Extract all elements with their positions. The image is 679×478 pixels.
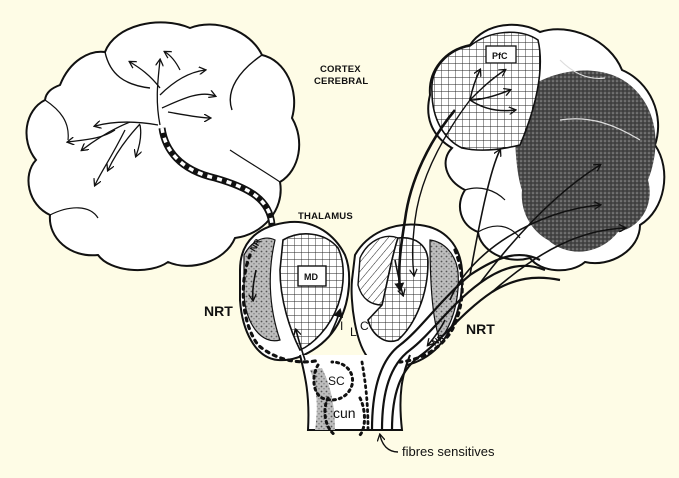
ilc-c-label: C <box>360 319 369 333</box>
cortex-label-line1: CORTEX <box>320 64 361 75</box>
md-label: MD <box>304 272 318 282</box>
ilc-i-label: I <box>340 319 343 333</box>
cun-label: cun <box>333 405 356 421</box>
fibres-sensitives-label: fibres sensitives <box>402 444 495 459</box>
cortex-label-line2: CEREBRAL <box>314 76 368 87</box>
pfc-label: PfC <box>492 51 508 61</box>
thalamus-label: THALAMUS <box>298 211 353 222</box>
nrt-right-label: NRT <box>466 321 495 337</box>
sc-label: SC <box>328 374 345 388</box>
ilc-l-label: L <box>350 325 357 339</box>
nrt-left-label: NRT <box>204 303 233 319</box>
